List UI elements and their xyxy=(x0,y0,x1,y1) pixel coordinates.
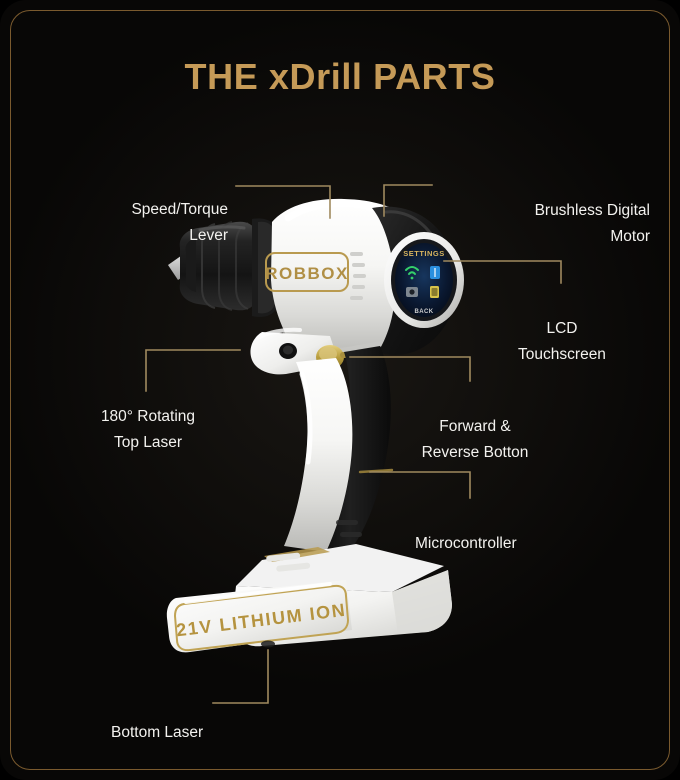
callout-label: Speed/Torque Lever xyxy=(131,200,228,245)
screen-app-camera xyxy=(406,287,418,297)
leader-microcontroller xyxy=(369,471,471,499)
callout-bottom-laser: Bottom Laser xyxy=(111,693,271,746)
screen-app-bluetooth xyxy=(430,266,440,279)
callout-speed-torque-lever: Speed/Torque Lever xyxy=(18,170,228,250)
leader-brushless-motor xyxy=(383,184,433,217)
callout-label: Forward & Reverse Botton xyxy=(421,417,529,462)
drill-body xyxy=(271,198,432,358)
callout-label: LCD Touchscreen xyxy=(518,319,606,364)
top-laser-housing xyxy=(250,327,335,375)
brand-logo-text: ROBBOX xyxy=(265,264,349,283)
body-vents xyxy=(350,252,366,300)
callout-label: Brushless Digital Motor xyxy=(534,201,650,246)
forward-reverse-button xyxy=(316,345,360,369)
screen-app-wifi xyxy=(405,266,419,280)
callout-lcd-touchscreen: LCD Touchscreen xyxy=(476,289,648,369)
callout-brushless-digital-motor: Brushless Digital Motor xyxy=(438,171,650,251)
callout-rotating-top-laser: 180° Rotating Top Laser xyxy=(60,377,236,457)
leader-forward-reverse xyxy=(349,356,471,382)
callout-label: 180° Rotating Top Laser xyxy=(100,407,196,452)
page-title: THE xDrill PARTS xyxy=(184,56,496,97)
speed-torque-lever xyxy=(292,211,348,227)
battery-pack: 21V LITHIUM ION xyxy=(166,544,452,653)
brand-logo: ROBBOX xyxy=(265,252,349,292)
battery-label: 21V LITHIUM ION xyxy=(175,600,347,641)
bottom-laser-aperture xyxy=(261,640,275,648)
callout-label: Bottom Laser xyxy=(111,723,204,741)
drill-handle xyxy=(284,346,394,552)
callout-microcontroller: Microcontroller xyxy=(415,504,615,557)
battery-release-buttons xyxy=(266,552,311,572)
leader-lcd-touchscreen xyxy=(443,260,562,284)
callout-label: Microcontroller xyxy=(415,534,517,552)
callout-forward-reverse-button: Forward & Reverse Botton xyxy=(390,387,560,467)
screen-app-battery xyxy=(430,286,439,298)
leader-speed-torque-lever xyxy=(235,185,331,219)
screen-back-label: BACK xyxy=(415,309,434,315)
